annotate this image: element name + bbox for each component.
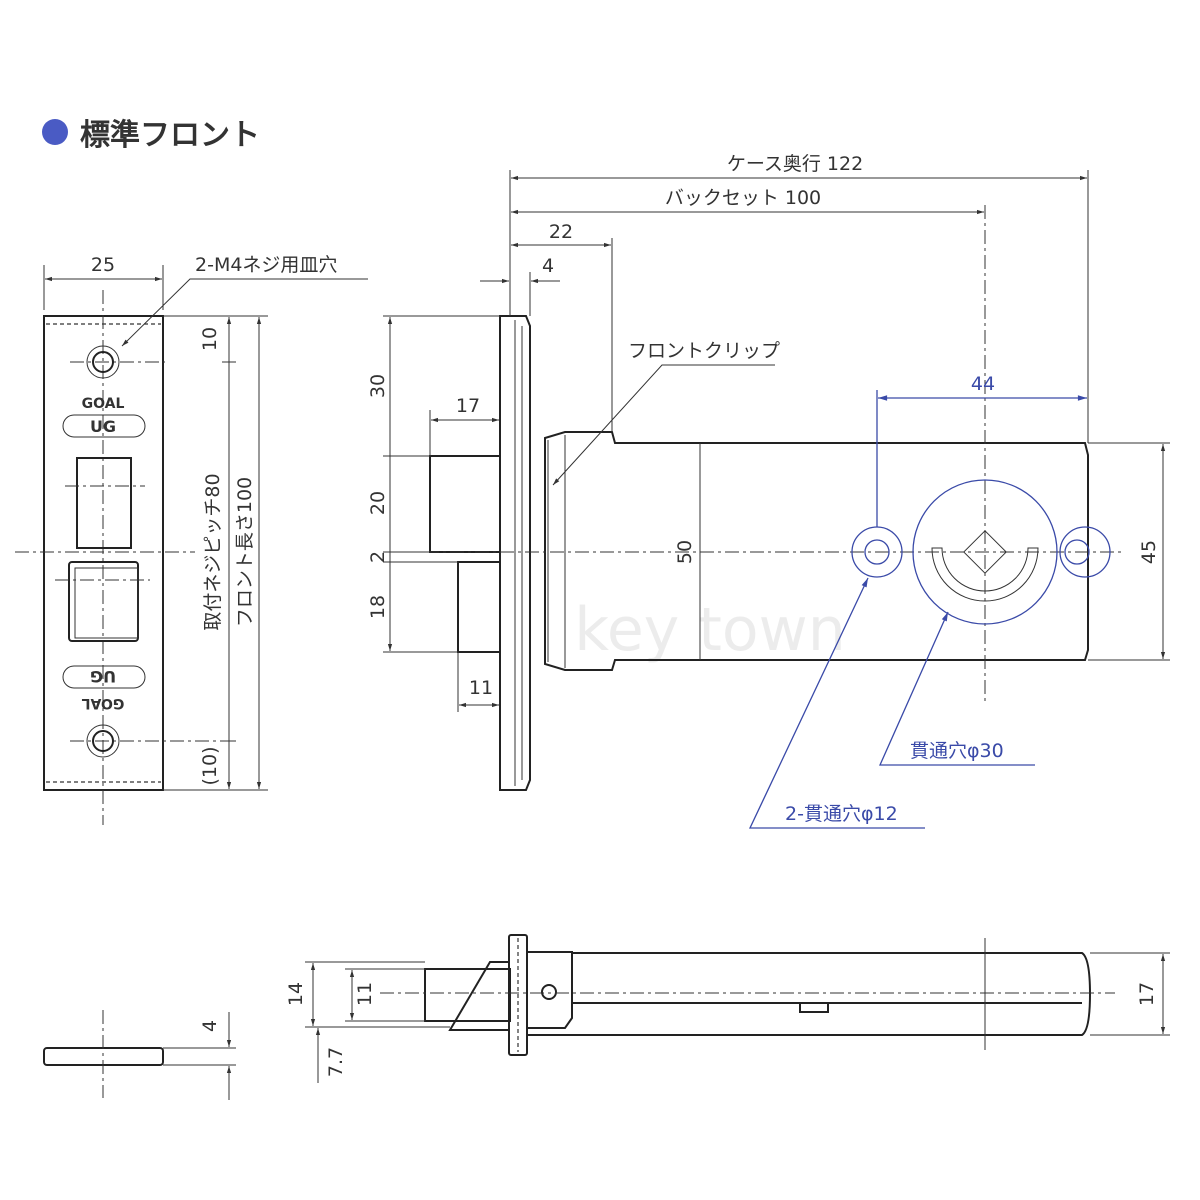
- dim-20: 20: [367, 491, 389, 515]
- dim-bottom-offset: (10): [199, 746, 221, 785]
- dim-front-width: 25: [91, 254, 115, 276]
- dim-plate-4: 4: [199, 1020, 221, 1032]
- brand-bottom: GOAL: [82, 695, 125, 711]
- dim-45: 45: [1138, 540, 1160, 564]
- case-depth-label: ケース奥行 122: [727, 153, 863, 175]
- dim-7-7: 7.7: [325, 1047, 347, 1077]
- badge-bottom: UG: [90, 667, 116, 686]
- dim-44: 44: [971, 373, 995, 395]
- title-bullet-icon: [42, 119, 68, 145]
- dim-4: 4: [542, 255, 554, 277]
- hole-12-label: 2-貫通穴φ12: [785, 803, 898, 825]
- badge-top: UG: [90, 417, 116, 436]
- dim-50: 50: [674, 540, 696, 564]
- dim-bottom-17: 17: [1136, 982, 1158, 1006]
- page-title: 標準フロント: [80, 118, 260, 153]
- backset-label: バックセット 100: [665, 187, 821, 209]
- plate-edge-view: 4: [43, 1010, 236, 1100]
- watermark: key town: [574, 595, 845, 665]
- side-view: ケース奥行 122 バックセット 100 22 4 フロントクリップ 30 20…: [367, 153, 1170, 829]
- front-plate-view: GOAL UG UG GOAL 25 2-M4ネジ用皿穴 10 (10) 取付ネ…: [15, 254, 368, 825]
- dim-11: 11: [469, 677, 493, 699]
- through-hole-12-right: [1059, 526, 1111, 578]
- hole-30-label: 貫通穴φ30: [910, 740, 1004, 762]
- front-length-label: フロント長さ100: [234, 477, 256, 627]
- dim-bottom-11: 11: [354, 982, 376, 1006]
- dim-18: 18: [367, 595, 389, 619]
- dim-22: 22: [549, 221, 573, 243]
- latch-top-view: 14 11 7.7 17: [285, 934, 1170, 1083]
- front-clip-label: フロントクリップ: [628, 340, 780, 362]
- screw-hole-label: 2-M4ネジ用皿穴: [195, 254, 337, 276]
- dim-14: 14: [285, 982, 307, 1006]
- dim-top-offset: 10: [199, 327, 221, 351]
- dim-17: 17: [456, 395, 480, 417]
- screw-pitch-label: 取付ネジピッチ80: [202, 473, 224, 630]
- dim-30: 30: [367, 374, 389, 398]
- dim-2: 2: [367, 551, 389, 563]
- brand-top: GOAL: [82, 396, 125, 412]
- through-hole-30: [912, 479, 1058, 625]
